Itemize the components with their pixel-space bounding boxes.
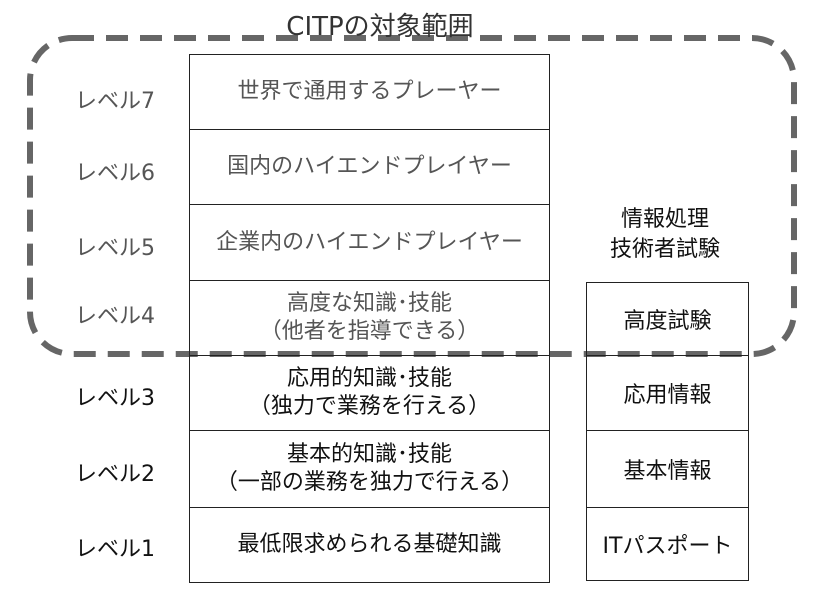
level-3-box: 応用的知識･技能 （独力で業務を行える） (189, 355, 550, 431)
exam-fundamental-label: 基本情報 (623, 459, 712, 484)
exam-advanced-box: 高度試験 (586, 282, 749, 356)
exam-applied-box: 応用情報 (586, 355, 749, 431)
exam-itpassport-label: ITパスポート (602, 534, 733, 559)
exam-header-line1: 情報処理 (620, 207, 709, 232)
level-4-text-line2: （他者を指導できる） (259, 319, 480, 344)
exam-header: 情報処理 技術者試験 (580, 205, 750, 265)
level-4-box: 高度な知識･技能 （他者を指導できる） (189, 280, 550, 356)
exam-applied-label: 応用情報 (623, 383, 712, 408)
level-6-box: 国内のハイエンドプレイヤー (189, 129, 550, 205)
level-3-text-line2: （独力で業務を行える） (248, 394, 491, 419)
level-7-text: 世界で通用するプレーヤー (237, 79, 502, 104)
level-5-box: 企業内のハイエンドプレイヤー (189, 204, 550, 281)
level-5-text: 企業内のハイエンドプレイヤー (216, 229, 523, 255)
scope-title: CITPの対象範囲 (286, 12, 474, 42)
exam-itpassport-box: ITパスポート (586, 507, 749, 581)
level-2-text-line2: （一部の業務を独力で行える） (215, 470, 524, 495)
level-6-label: レベル6 (75, 161, 155, 186)
level-7-box: 世界で通用するプレーヤー (189, 54, 550, 130)
level-4-text-line1: 高度な知識･技能 (286, 291, 452, 316)
level-1-text: 最低限求められる基礎知識 (237, 532, 502, 557)
level-1-label: レベル1 (75, 537, 155, 562)
level-5-label: レベル5 (75, 236, 155, 261)
level-2-box: 基本的知識･技能 （一部の業務を独力で行える） (189, 430, 550, 508)
level-3-text-line1: 応用的知識･技能 (286, 366, 452, 391)
level-2-text-line1: 基本的知識･技能 (286, 442, 452, 467)
level-7-label: レベル7 (75, 89, 155, 114)
level-1-box: 最低限求められる基礎知識 (189, 507, 550, 583)
level-6-text: 国内のハイエンドプレイヤー (227, 154, 512, 179)
exam-advanced-label: 高度試験 (623, 309, 712, 334)
level-4-label: レベル4 (75, 304, 155, 329)
exam-header-line2: 技術者試験 (609, 237, 720, 262)
exam-fundamental-box: 基本情報 (586, 430, 749, 508)
level-2-label: レベル2 (75, 462, 155, 487)
level-3-label: レベル3 (75, 386, 155, 411)
